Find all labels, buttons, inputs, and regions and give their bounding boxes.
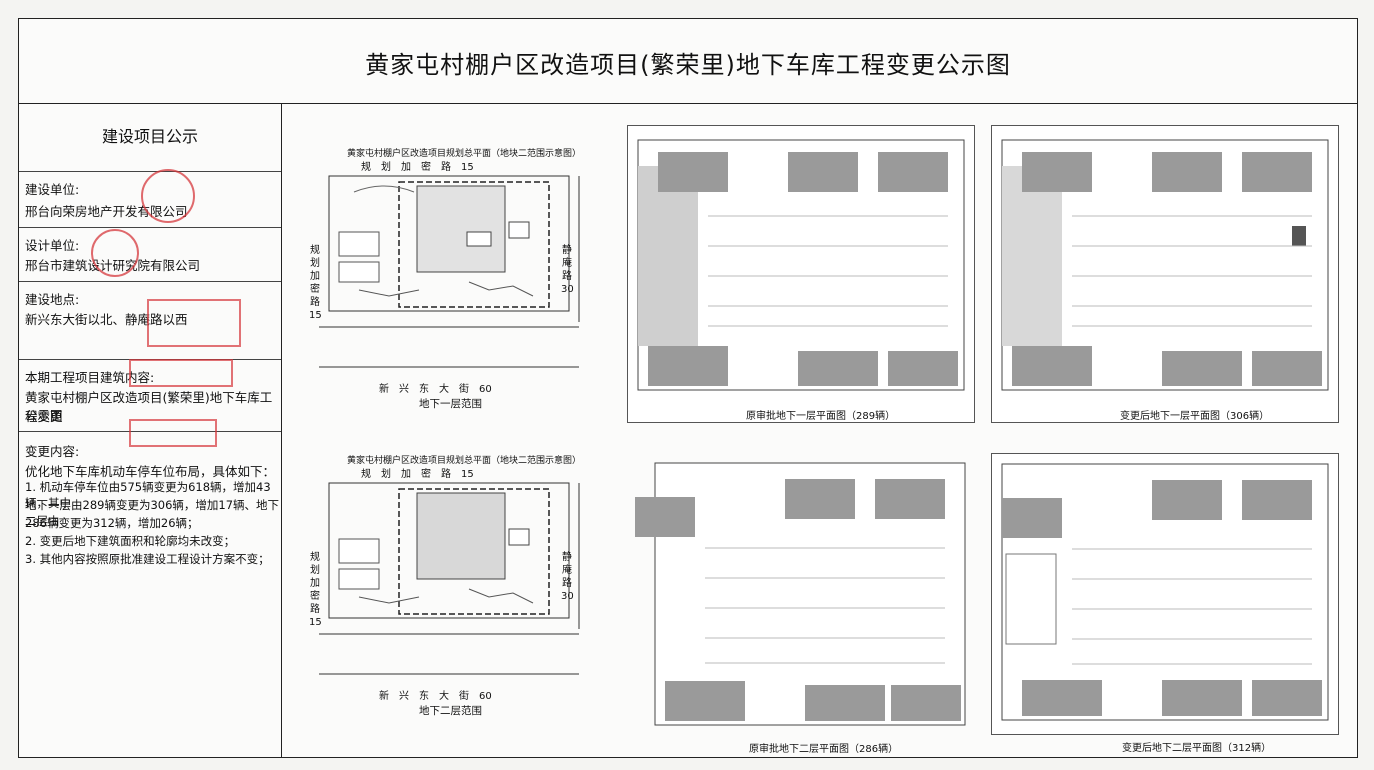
section-header-box: 建设项目公示 <box>19 103 281 172</box>
site-plan-caption: 地下二层范围 <box>419 705 482 717</box>
parking-layout-drawing <box>637 139 965 391</box>
location-label: 建设地点: <box>25 292 80 307</box>
road-left-char: 加 <box>310 271 320 282</box>
content-label: 本期工程项目建筑内容: <box>25 370 155 385</box>
builder-box: 建设单位: 邢台向荣房地产开发有限公司 <box>19 169 281 228</box>
site-plan-caption: 地下一层范围 <box>419 398 482 410</box>
title-band: 黄家屯村棚户区改造项目(繁荣里)地下车库工程变更公示图 <box>19 19 1357 104</box>
road-top-label: 规 划 加 密 路 15 <box>361 162 474 173</box>
company-seal <box>141 169 195 223</box>
road-right-char: 静 <box>562 552 572 563</box>
designer-box: 设计单位: 邢台市建筑设计研究院有限公司 <box>19 227 281 282</box>
road-right-char: 庵 <box>562 258 572 269</box>
registered-architect-stamp <box>129 419 217 447</box>
floor-plan-b2-original: 原审批地下二层平面图（286辆） <box>625 453 975 755</box>
road-left-label: 规 划 加 密 路 15 <box>309 551 322 629</box>
change-line-4: 2. 变更后地下建筑面积和轮廓均未改变； <box>25 534 236 548</box>
qualification-stamp <box>129 359 233 387</box>
content-value-line2: 公示图 <box>25 408 63 423</box>
site-plan-header: 黄家屯村棚户区改造项目规划总平面（地块二范围示意图） <box>347 456 582 466</box>
location-value: 新兴东大街以北、静庵路以西 <box>25 312 188 327</box>
change-line-3: 286辆变更为312辆，增加26辆； <box>25 516 199 530</box>
road-right-char: 30 <box>561 284 574 295</box>
page-title: 黄家屯村棚户区改造项目(繁荣里)地下车库工程变更公示图 <box>365 51 1011 79</box>
road-right-label: 静 庵 路 30 <box>561 244 574 296</box>
road-right-char: 路 <box>562 578 572 589</box>
drawing-frame: 黄家屯村棚户区改造项目(繁荣里)地下车库工程变更公示图 建设项目公示 建设单位:… <box>18 18 1358 758</box>
change-label: 变更内容: <box>25 444 80 459</box>
road-left-char: 划 <box>310 258 320 269</box>
road-right-label: 静 庵 路 30 <box>561 551 574 603</box>
road-left-char: 密 <box>310 284 320 295</box>
change-line-5: 3. 其他内容按照原批准建设工程设计方案不变； <box>25 552 270 566</box>
floor-plan-caption: 变更后地下一层平面图（306辆） <box>1120 411 1270 422</box>
change-line-0: 优化地下车库机动车停车位布局，具体如下： <box>25 464 276 479</box>
registration-stamp <box>147 299 241 347</box>
road-left-char: 规 <box>310 245 320 256</box>
change-box: 变更内容: 优化地下车库机动车停车位布局，具体如下： 1. 机动车停车位由575… <box>19 431 281 757</box>
site-plan-b1: 黄家屯村棚户区改造项目规划总平面（地块二范围示意图） 规 划 加 密 路 15 … <box>299 144 599 410</box>
parking-layout-drawing <box>635 462 966 726</box>
road-bottom-label: 新 兴 东 大 街 60 <box>379 691 492 702</box>
road-left-char: 加 <box>310 578 320 589</box>
road-bottom-label: 新 兴 东 大 街 60 <box>379 384 492 395</box>
road-left-char: 15 <box>309 617 322 628</box>
change-line-1: 1. 机动车停车位由575辆变更为618辆，增加43辆，其中 <box>25 480 271 510</box>
road-left-char: 路 <box>310 604 320 615</box>
road-right-char: 路 <box>562 271 572 282</box>
road-right-char: 静 <box>562 245 572 256</box>
site-plan-drawing <box>319 482 580 675</box>
road-left-char: 路 <box>310 297 320 308</box>
road-left-char: 划 <box>310 565 320 576</box>
road-left-char: 15 <box>309 310 322 321</box>
road-right-char: 30 <box>561 591 574 602</box>
section-title: 建设项目公示 <box>101 127 198 146</box>
parking-layout-drawing <box>1001 463 1329 721</box>
road-left-char: 密 <box>310 591 320 602</box>
road-top-label: 规 划 加 密 路 15 <box>361 469 474 480</box>
road-left-label: 规 划 加 密 路 15 <box>309 244 322 322</box>
road-right-char: 庵 <box>562 565 572 576</box>
floor-plan-b1-revised: 变更后地下一层平面图（306辆） <box>991 125 1339 423</box>
floor-plan-caption: 原审批地下二层平面图（286辆） <box>749 744 899 755</box>
parking-layout-drawing <box>1001 139 1329 391</box>
floor-plan-b2-revised: 变更后地下二层平面图（312辆） <box>991 453 1339 754</box>
location-box: 建设地点: 新兴东大街以北、静庵路以西 <box>19 281 281 360</box>
change-line-2: 地下一层由289辆变更为306辆，增加17辆、地下二层由 <box>25 498 280 528</box>
site-plan-b2: 黄家屯村棚户区改造项目规划总平面（地块二范围示意图） 规 划 加 密 路 15 … <box>299 451 599 717</box>
site-plan-header: 黄家屯村棚户区改造项目规划总平面（地块二范围示意图） <box>347 149 582 159</box>
floor-plan-caption: 原审批地下一层平面图（289辆） <box>746 411 896 422</box>
builder-label: 建设单位: <box>25 182 80 197</box>
content-box: 本期工程项目建筑内容: 黄家屯村棚户区改造项目(繁荣里)地下车库工程变更 公示图 <box>19 359 281 447</box>
floor-plan-b1-original: 原审批地下一层平面图（289辆） <box>627 125 975 423</box>
project-info-panel: 建设项目公示 建设单位: 邢台向荣房地产开发有限公司 设计单位: 邢台市建筑设计… <box>19 103 282 757</box>
road-left-char: 规 <box>310 552 320 563</box>
floor-plan-caption: 变更后地下二层平面图（312辆） <box>1122 743 1272 754</box>
content-value-line1: 黄家屯村棚户区改造项目(繁荣里)地下车库工程变更 <box>25 390 273 424</box>
designer-label: 设计单位: <box>25 238 80 253</box>
site-plan-drawing <box>319 175 580 368</box>
design-institute-seal <box>91 229 139 277</box>
